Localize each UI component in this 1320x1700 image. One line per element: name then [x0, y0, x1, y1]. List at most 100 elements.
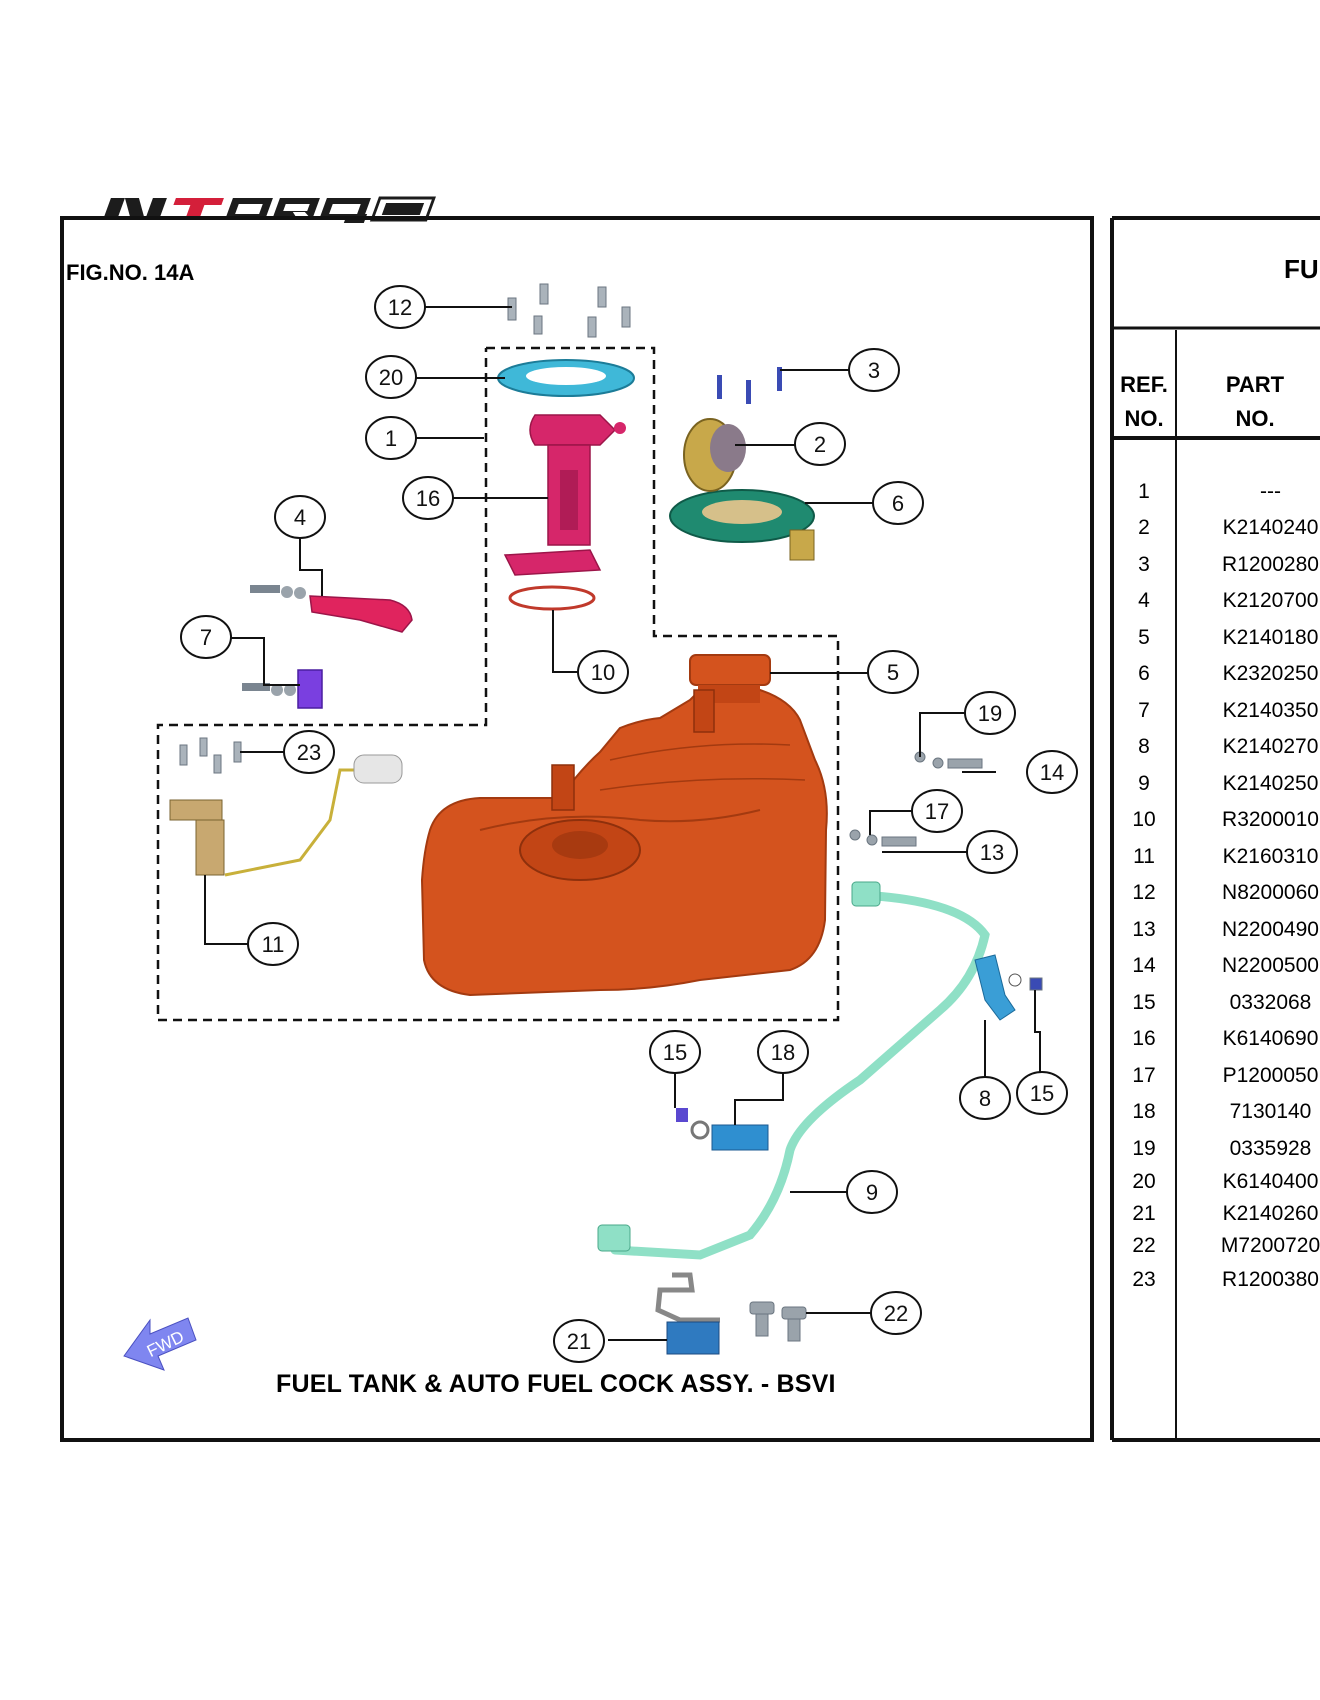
part-no: M7200720 — [1220, 1234, 1320, 1257]
screws-3 — [717, 367, 782, 404]
callout-4: 4 — [294, 505, 306, 530]
ref-no: 17 — [1132, 1064, 1156, 1087]
table-row: 18 7130140 — [1113, 1100, 1320, 1130]
figure-number: FIG.NO. 14A — [66, 260, 195, 282]
callout-15a: 15 — [663, 1040, 687, 1065]
table-row: 11 K2160310 — [1113, 845, 1320, 875]
bracket-8 — [974, 954, 1016, 1021]
part-no: K2120700 — [1222, 589, 1319, 612]
fuel-tank — [420, 654, 828, 997]
flange-gasket — [497, 359, 635, 397]
part-no: K6140690 — [1222, 1027, 1319, 1050]
part-no: K2160310 — [1222, 845, 1319, 868]
part-no: K2140270 — [1222, 735, 1319, 758]
ref-no: 19 — [1132, 1137, 1156, 1160]
callout-22: 22 — [884, 1301, 908, 1326]
ref-no: 10 — [1132, 808, 1156, 831]
part-no: K2140350 — [1222, 699, 1319, 722]
table-row: 22 M7200720 — [1113, 1234, 1320, 1264]
callout-10: 10 — [591, 660, 615, 685]
ref-no: 11 — [1133, 845, 1155, 868]
ref-no: 8 — [1138, 735, 1150, 758]
callout-18: 18 — [771, 1040, 795, 1065]
callout-2: 2 — [814, 432, 826, 457]
part-no: K2140250 — [1222, 772, 1319, 795]
fuel-hose — [610, 890, 990, 1260]
table-title: FU — [1284, 254, 1319, 284]
fuel-level-sender — [169, 754, 403, 877]
table-row: 20 K6140400 — [1113, 1170, 1320, 1200]
ref-no: 22 — [1132, 1234, 1156, 1257]
ref-no: 12 — [1132, 881, 1156, 904]
fuel-pump-assembly — [503, 414, 626, 576]
callouts — [180, 285, 1078, 1363]
part-no: K2140260 — [1222, 1202, 1319, 1225]
callout-8: 8 — [979, 1086, 991, 1111]
strainer-21 — [655, 1272, 720, 1355]
callout-19: 19 — [978, 701, 1002, 726]
callout-1: 1 — [385, 426, 397, 451]
fwd-arrow-icon — [123, 1317, 197, 1371]
table-row: 15 0332068 — [1113, 991, 1320, 1021]
column-header-ref-line1: REF. — [1120, 372, 1168, 397]
ref-no: 3 — [1138, 553, 1150, 576]
ref-no: 18 — [1132, 1100, 1156, 1123]
part-no: K2140240 — [1222, 516, 1319, 539]
table-row: 12 N8200060 — [1113, 881, 1320, 911]
figure-caption: FUEL TANK & AUTO FUEL COCK ASSY. - BSVI — [276, 1370, 836, 1398]
hose-ends — [597, 881, 881, 1252]
table-row: 9 K2140250 — [1113, 772, 1320, 802]
callout-16: 16 — [416, 486, 440, 511]
clamp-18 — [676, 1108, 769, 1151]
part-no: K6140400 — [1222, 1170, 1319, 1193]
callout-6: 6 — [892, 491, 904, 516]
bolts-14-13 — [849, 751, 1043, 991]
part-no: R1200280 — [1222, 553, 1319, 576]
callout-3: 3 — [868, 358, 880, 383]
callout-20: 20 — [379, 365, 403, 390]
part-no: 7130140 — [1229, 1100, 1312, 1123]
column-header-part: PART NO. — [1190, 368, 1320, 436]
callout-17: 17 — [925, 799, 949, 824]
callout-21: 21 — [567, 1329, 591, 1354]
ref-no: 9 — [1138, 772, 1150, 795]
table-row: 14 N2200500 — [1113, 954, 1320, 984]
part-no: 0332068 — [1229, 991, 1312, 1014]
bracket-4 — [250, 585, 413, 633]
part-no: N8200060 — [1222, 881, 1319, 904]
column-header-part-line1: PART — [1225, 372, 1285, 397]
callout-13: 13 — [980, 840, 1004, 865]
ref-no: 16 — [1132, 1027, 1156, 1050]
ref-no: 6 — [1138, 662, 1150, 685]
screws-12 — [507, 283, 631, 338]
bolts-22 — [749, 1301, 807, 1342]
ref-no: 4 — [1138, 589, 1150, 612]
callout-12: 12 — [388, 295, 412, 320]
ref-no: 20 — [1132, 1170, 1156, 1193]
column-header-ref-line2: NO. — [1124, 406, 1164, 431]
table-row: 1--- — [1113, 480, 1320, 510]
column-header-ref: REF. NO. — [1113, 368, 1175, 436]
ref-no: 15 — [1132, 991, 1156, 1014]
ref-no: 21 — [1132, 1202, 1156, 1225]
table-row: 21 K2140260 — [1113, 1202, 1320, 1232]
callout-5: 5 — [887, 660, 899, 685]
table-row: 16 K6140690 — [1113, 1027, 1320, 1057]
ref-no: 5 — [1138, 626, 1150, 649]
table-row: 8 K2140270 — [1113, 735, 1320, 765]
part-no: R1200380 — [1222, 1268, 1319, 1291]
ref-no: 14 — [1132, 954, 1156, 977]
part-no: N2200490 — [1222, 918, 1319, 941]
part-no: N2200500 — [1222, 954, 1319, 977]
table-row: 4 K2120700 — [1113, 589, 1320, 619]
callout-15b: 15 — [1030, 1081, 1054, 1106]
o-ring — [508, 585, 596, 611]
